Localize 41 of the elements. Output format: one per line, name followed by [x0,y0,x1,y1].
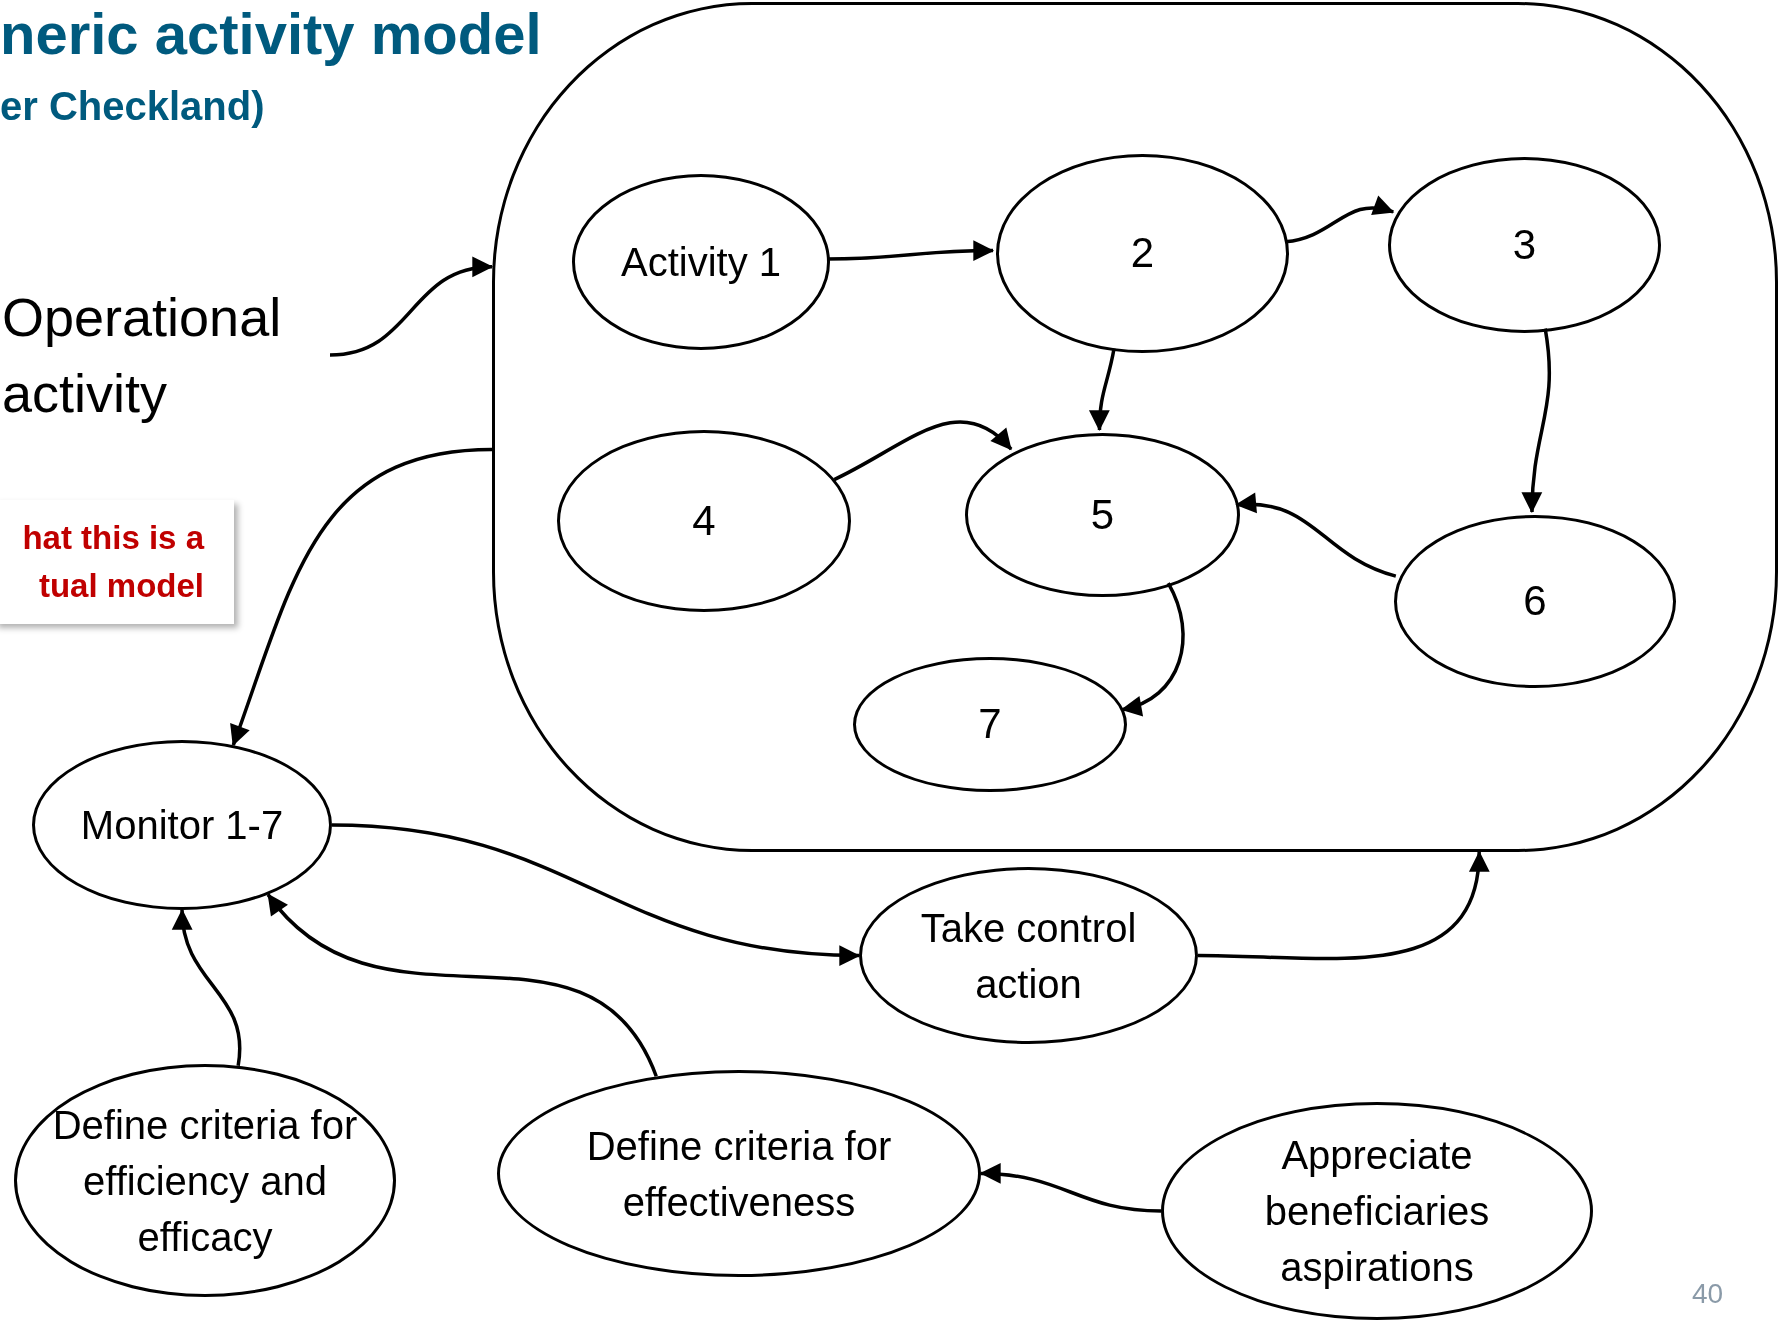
activity-ellipse [497,1070,981,1277]
arrow [329,258,494,357]
activity-label: 7 [977,699,1003,750]
annotation-text: Operational activity [0,280,330,430]
arrow [1285,196,1395,244]
note-text: hat this is a tual model [21,518,204,606]
activity-label: Activity 1 [619,239,782,286]
activity-label: 5 [1089,489,1116,540]
activity-label: Appreciate beneficiaries aspirations [1263,1132,1491,1291]
arrow [266,893,658,1078]
note-card [0,500,234,624]
activity-ellipse [32,740,332,910]
arrow [833,420,1013,482]
arrow [331,823,861,966]
arrow [1197,850,1488,961]
subtitle: er Checkland) [0,84,265,129]
activity-ellipse [859,867,1198,1044]
activity-label: 2 [1129,228,1156,279]
activity-ellipse [14,1064,396,1297]
activity-label: Define criteria for efficiency and efficacy [51,1101,359,1261]
activity-label: 6 [1522,576,1548,627]
arrow [979,1163,1162,1213]
activity-label: 4 [691,495,717,546]
arrow [173,908,242,1066]
activity-ellipse [557,430,851,612]
activity-ellipse [996,154,1289,353]
arrow [229,447,493,747]
activity-ellipse [1394,515,1676,688]
activity-ellipse [965,433,1240,597]
activity-ellipse [572,174,830,350]
activity-label: Define criteria for effectiveness [585,1122,893,1226]
activity-label: Monitor 1-7 [79,802,285,849]
activity-label: 3 [1511,219,1538,270]
activity-ellipse [1161,1102,1593,1320]
page-number: 40 [1692,1278,1724,1310]
activity-ellipse [1388,157,1661,333]
arrow [827,240,995,262]
activity-ellipse [853,657,1127,792]
activity-label: Take control action [919,904,1138,1008]
arrow [1089,348,1116,432]
title: neric activity model [0,0,542,67]
